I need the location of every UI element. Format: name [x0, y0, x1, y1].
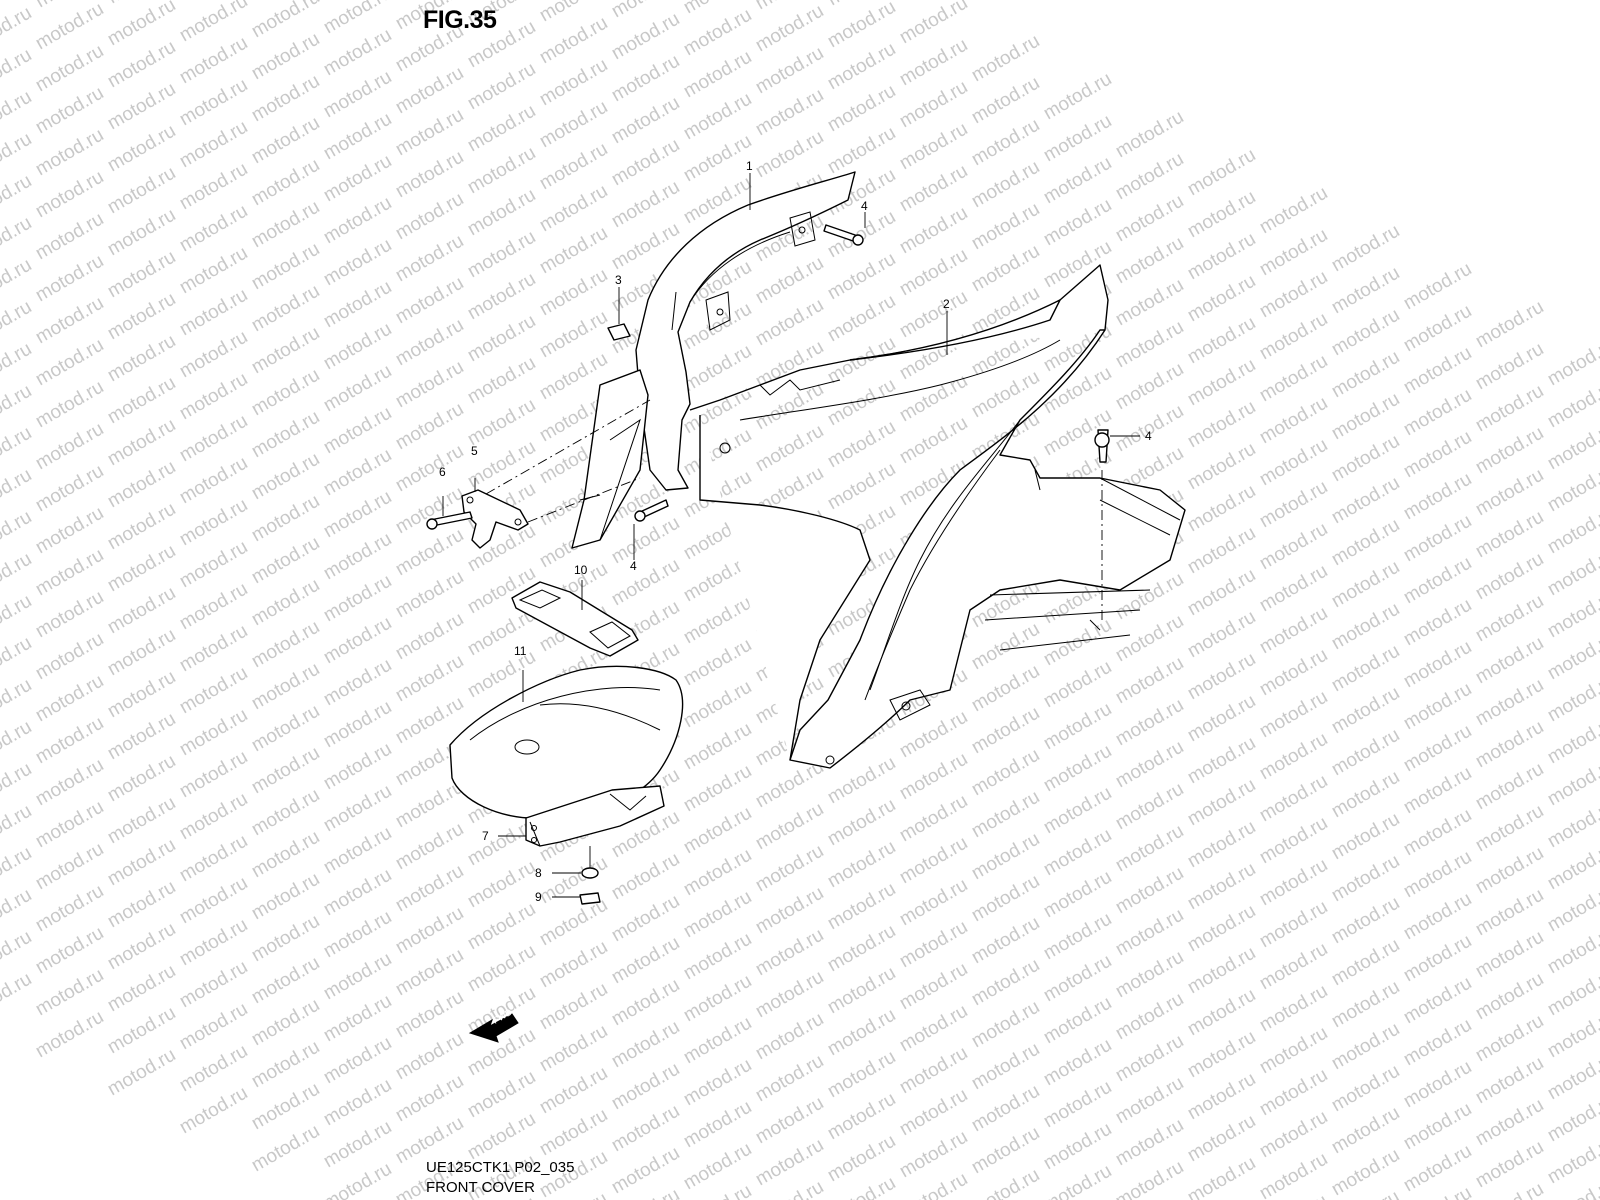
part-6-screw — [426, 496, 473, 530]
callout-5: 5 — [471, 444, 478, 458]
model-code: UE125CTK1 P02_035 — [426, 1159, 575, 1176]
callout-11: 11 — [514, 644, 527, 658]
assembly-line-1 — [485, 399, 651, 495]
callout-6: 6 — [439, 465, 446, 479]
part-8-washer — [552, 846, 599, 879]
figure-caption: FRONT COVER — [426, 1179, 535, 1196]
part-9-nut — [552, 892, 601, 905]
part-2-front-cover — [689, 264, 1186, 769]
callout-7: 7 — [482, 829, 489, 843]
fwd-arrow-icon: FWD — [468, 1007, 519, 1043]
part-4-screw-upper — [823, 212, 866, 246]
callout-10: 10 — [574, 563, 588, 577]
callout-4-right: 4 — [1145, 429, 1152, 443]
callout-4-middle: 4 — [630, 559, 637, 573]
figure-title: FIG.35 — [423, 6, 497, 34]
part-1-lower-body — [571, 369, 649, 549]
callout-4-upper: 4 — [861, 199, 868, 213]
callout-2: 2 — [943, 297, 950, 311]
part-10-strap — [511, 580, 639, 657]
part-4-screw-right — [1094, 429, 1140, 463]
assembly-line-2 — [527, 477, 641, 523]
callout-8: 8 — [535, 866, 542, 880]
callout-1: 1 — [746, 159, 753, 173]
part-4-screw-middle — [633, 499, 669, 560]
part-7-hinge-bracket — [498, 785, 665, 847]
callout-9: 9 — [535, 890, 542, 904]
part-5-bracket — [461, 478, 529, 549]
part-1-inner-cover — [635, 171, 856, 491]
callout-3: 3 — [615, 273, 622, 287]
part-11-lid — [449, 665, 684, 819]
part-3-clip-nut — [607, 287, 631, 341]
